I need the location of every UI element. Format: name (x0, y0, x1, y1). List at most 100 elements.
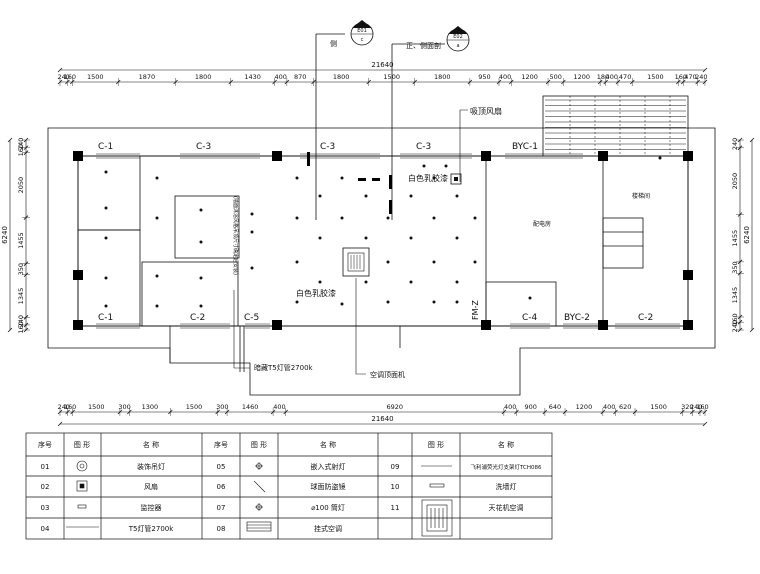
downlight-dot (422, 164, 426, 168)
downlight-dot (455, 280, 459, 284)
structural-columns (73, 151, 693, 330)
section-marker-e02: E02 a 正、侧面剖 (391, 26, 470, 220)
legend-cell: 09 (391, 463, 400, 471)
dimension-value: 1500 (88, 403, 105, 411)
legend-header: 图 形 (251, 441, 267, 449)
dimension-value: 400 (606, 73, 618, 81)
downlight-dot (318, 194, 322, 198)
ac-unit-label: 空调顶面机 (370, 370, 405, 379)
dimension-value: 2050 (17, 177, 25, 194)
downlight-dot (250, 212, 254, 216)
section-marker-e01: E01 c 侧 (315, 20, 374, 220)
dimension-value: 620 (619, 403, 631, 411)
dimension-value: 1800 (333, 73, 350, 81)
dimension-value: 160 (17, 144, 25, 156)
window-label: C-3 (416, 142, 431, 152)
downlight-dot (340, 216, 344, 220)
window-label: C-3 (320, 142, 335, 152)
dimension-value: 1800 (434, 73, 451, 81)
legend-cell: 04 (41, 525, 50, 533)
stair-treads (545, 96, 686, 154)
fan-icon (79, 483, 85, 489)
window-label: C-3 (196, 142, 211, 152)
window-label: C-2 (638, 313, 653, 323)
downlight-dot (473, 216, 477, 220)
dimension-total: 21640 (371, 415, 393, 423)
dimension-tick (702, 421, 708, 427)
dimension-value: 1455 (731, 230, 739, 247)
marker-sub: a (456, 43, 459, 49)
downlight-dot (104, 206, 108, 210)
dimension-value: 240 (57, 73, 69, 81)
dimension-value: 400 (275, 73, 287, 81)
dimension-value: 640 (549, 403, 561, 411)
dimension-value: 240 (731, 320, 739, 332)
dimension-value: 1460 (242, 403, 259, 411)
dimension-value: 160 (731, 313, 739, 325)
downlight-dot (295, 176, 299, 180)
legend-rows: 01 装饰吊灯 05 嵌入式射灯 09 飞利浦荧光灯支架灯TCH086 02 风… (41, 462, 542, 533)
window-label: BYC-2 (564, 313, 590, 323)
dimension-tick (749, 327, 755, 333)
pendant-lamp-icon (76, 460, 88, 472)
legend-cell: 01 (41, 463, 50, 471)
dimension-tick (7, 327, 13, 333)
window-labels: C-1 C-3 C-3 C-3 BYC-1 C-1 C-2 C-5 FM-Z C… (98, 142, 653, 323)
legend-cell: 嵌入式射灯 (311, 462, 346, 471)
dimension-value: 160 (64, 403, 76, 411)
downlight-dot (340, 302, 344, 306)
legend-cell: 11 (391, 504, 400, 512)
downlight-dot (364, 236, 368, 240)
downlight-dot (318, 236, 322, 240)
legend-cell: 风扇 (144, 482, 158, 491)
downlight-dot (155, 274, 159, 278)
legend-header: 图 形 (428, 441, 444, 449)
dimension-value: 1500 (383, 73, 400, 81)
dimension-value: 240 (731, 138, 739, 150)
section-label: 侧 (330, 39, 337, 48)
legend-cell: 挂式空调 (314, 524, 342, 533)
downlight-dot (155, 176, 159, 180)
dimension-value: 1200 (573, 73, 590, 81)
downlight-dot (318, 280, 322, 284)
pendant-lamp-icon (79, 463, 85, 469)
legend-cell: 装饰吊灯 (137, 462, 165, 471)
downlight-dot (364, 194, 368, 198)
marker-sub: c (361, 37, 364, 43)
dimension-tick (57, 67, 63, 73)
dimension-value: 500 (549, 73, 561, 81)
legend-cell: 03 (41, 504, 50, 512)
dimension-value: 160 (675, 73, 687, 81)
dimension-value: 6920 (387, 403, 404, 411)
ceiling-ac-icon (421, 499, 453, 537)
downlight-dot (250, 230, 254, 234)
dimension-value: 400 (273, 403, 285, 411)
dimension-tick (57, 421, 63, 427)
downlight-dot (250, 266, 254, 270)
dimension-total: 6240 (743, 226, 751, 244)
dimension-value: 240 (17, 315, 25, 327)
window-label: C-1 (98, 142, 113, 152)
vertical-note: (墙面沐浴风格吊顶尺寸确定后安装) (232, 196, 239, 275)
dimension-value: 1500 (87, 73, 104, 81)
dimension-value: 1345 (17, 288, 25, 305)
downlight-dot (295, 216, 299, 220)
fan-icon (76, 480, 88, 492)
downlight-dot (199, 208, 203, 212)
paint-label: 白色乳胶漆 (296, 288, 336, 298)
dimension-value: 240 (690, 403, 702, 411)
building-outline (47, 95, 716, 396)
legend-cell: ⌀100 筒灯 (311, 503, 345, 512)
downlight-dot (409, 236, 413, 240)
dimension-value: 470 (684, 73, 696, 81)
dimension-value: 240 (58, 403, 70, 411)
legend-symbols (66, 460, 453, 537)
dimension-total: 21640 (371, 61, 393, 69)
window-label: C-4 (522, 313, 538, 323)
exhaust-fan-label: 吸顶风扇 (470, 106, 502, 116)
dimension-value: 1500 (650, 403, 667, 411)
dimension-value: 300 (118, 403, 130, 411)
legend-cell: 监控器 (141, 503, 162, 512)
dimension-value: 400 (499, 73, 511, 81)
